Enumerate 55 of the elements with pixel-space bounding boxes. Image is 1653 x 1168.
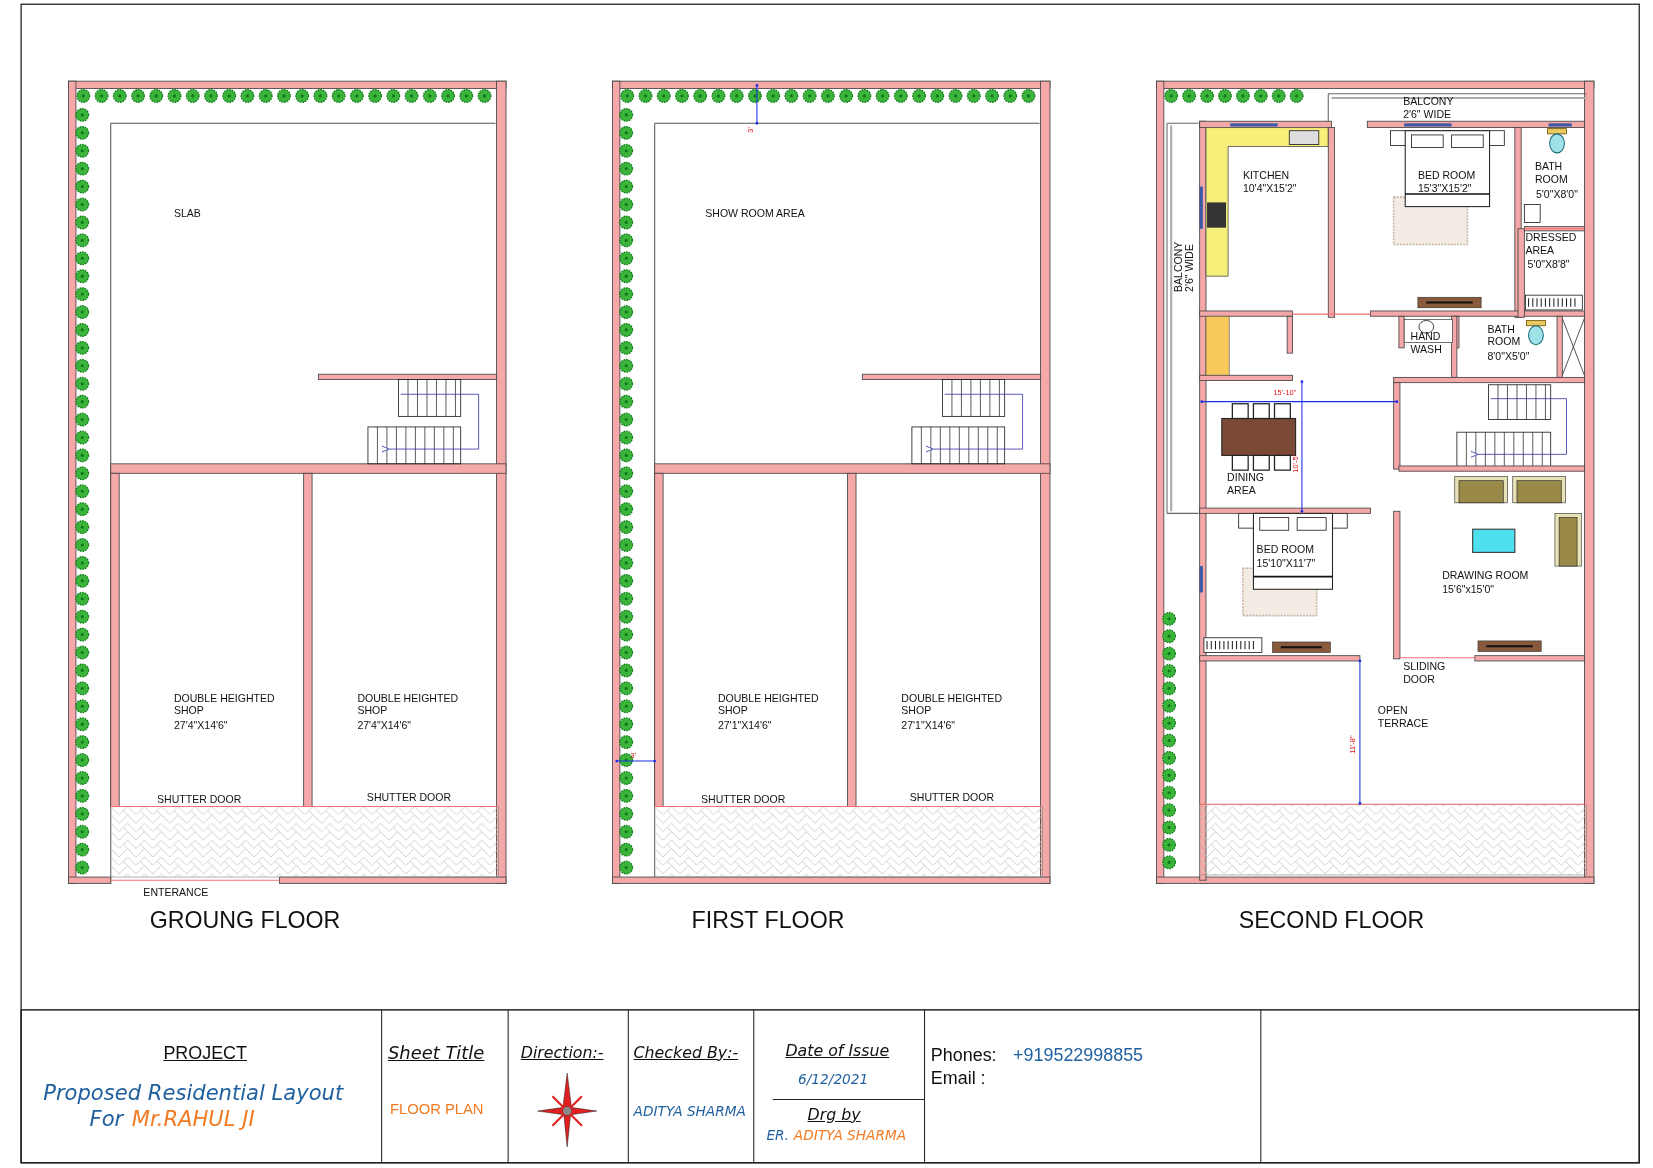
room-label: BALCONY 2'6" WIDE xyxy=(1403,94,1455,121)
door-label: SLIDING DOOR xyxy=(1403,659,1447,686)
section-heading: Drg by xyxy=(807,1105,861,1125)
entrance-label: ENTERANCE xyxy=(143,885,209,899)
floor-title: FIRST FLOOR xyxy=(691,906,845,935)
room-size: 8'0"X5'0" xyxy=(1487,350,1530,363)
room-size: 27'1"X14'6" xyxy=(717,718,772,732)
room-label: SHOW ROOM AREA xyxy=(705,206,805,220)
room-label: BATH ROOM xyxy=(1487,322,1522,348)
room-size: 10'4"X15'2" xyxy=(1242,182,1297,196)
room-label: DRAWING ROOM xyxy=(1442,569,1529,582)
project-title: For xyxy=(89,1105,124,1132)
door-label: SHUTTER DOOR xyxy=(909,790,995,804)
floor-title: GROUNG FLOOR xyxy=(149,906,341,935)
section-heading: Sheet Title xyxy=(387,1041,485,1064)
section-heading: Date of Issue xyxy=(785,1041,890,1061)
room-label: KITCHEN xyxy=(1242,168,1290,182)
room-label: DOUBLE HEIGHTED SHOP xyxy=(357,691,460,717)
room-label: DINING AREA xyxy=(1227,471,1265,497)
room-size: 15'3"X15'2" xyxy=(1417,182,1472,196)
checker-name: ADITYA SHARMA xyxy=(633,1102,746,1120)
room-label: BATH ROOM xyxy=(1534,160,1569,186)
room-label: BED ROOM xyxy=(1256,542,1314,556)
title-prefix: ER. xyxy=(766,1126,789,1144)
door-label: SHUTTER DOOR xyxy=(366,790,452,804)
field-label: Email : xyxy=(930,1067,986,1090)
client-name: Mr.RAHUL JI xyxy=(131,1105,255,1132)
section-heading: Direction:- xyxy=(520,1043,604,1063)
room-label: HAND WASH xyxy=(1410,329,1443,356)
room-label: SLAB xyxy=(173,206,201,220)
room-size: 15'6"x15'0" xyxy=(1442,582,1495,596)
room-label: DOUBLE HEIGHTED SHOP xyxy=(717,691,820,717)
room-label: BED ROOM xyxy=(1417,168,1476,182)
field-label: Phones: xyxy=(930,1044,997,1067)
issue-date: 6/12/2021 xyxy=(798,1071,869,1088)
room-size: 27'4"X14'6" xyxy=(173,718,228,732)
phone-number: +919522998855 xyxy=(1013,1044,1144,1067)
sheet-title: FLOOR PLAN xyxy=(390,1100,484,1119)
room-label: BALCONY 2'6" WIDE xyxy=(1173,240,1196,292)
door-label: SHUTTER DOOR xyxy=(701,792,786,806)
room-label: DOUBLE HEIGHTED SHOP xyxy=(173,691,276,717)
floor-title: SECOND FLOOR xyxy=(1238,906,1425,935)
section-heading: PROJECT xyxy=(163,1042,247,1065)
room-size: 5'0"X8'8" xyxy=(1527,258,1570,271)
section-heading: Checked By:- xyxy=(633,1043,739,1063)
room-size: 27'4"X14'6" xyxy=(357,718,412,732)
room-label: OPEN TERRACE xyxy=(1377,704,1430,730)
project-title: Proposed Residential Layout xyxy=(43,1079,344,1105)
room-size: 5'0"X8'0" xyxy=(1535,187,1578,201)
room-label: DRESSED AREA xyxy=(1525,230,1578,257)
room-size: 27'1"X14'6" xyxy=(901,718,955,732)
drafter-name: ADITYA SHARMA xyxy=(793,1126,907,1144)
room-label: DOUBLE HEIGHTED SHOP xyxy=(901,691,1003,717)
room-size: 15'10"X11'7" xyxy=(1256,556,1316,570)
door-label: SHUTTER DOOR xyxy=(157,792,242,806)
